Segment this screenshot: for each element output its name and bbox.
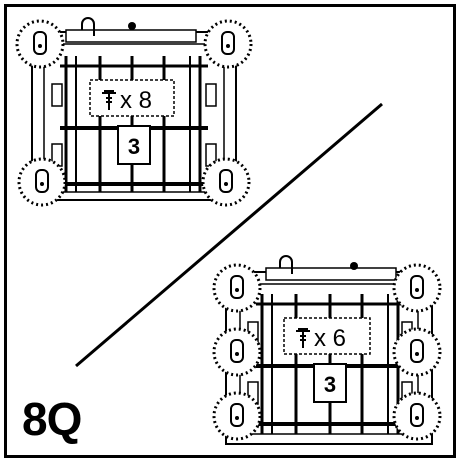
- chassis-inner: [43, 43, 225, 193]
- assembly-diagram: x 8 3: [4, 4, 456, 458]
- caster-wheel-icon: [392, 263, 442, 313]
- divider-line: [75, 102, 383, 368]
- caster-wheel-icon: [212, 327, 262, 377]
- caster-wheel-icon: [201, 157, 251, 207]
- top-rail: [265, 267, 397, 281]
- knob-icon: [128, 22, 136, 30]
- caster-wheel-icon: [212, 391, 262, 441]
- caster-wheel-icon: [212, 263, 262, 313]
- caster-wheel-icon: [392, 327, 442, 377]
- screw-callout: [89, 79, 175, 117]
- part-label-box: [117, 125, 151, 165]
- part-label-box: [313, 363, 347, 403]
- part-label: 3: [324, 372, 336, 397]
- screw-callout: [283, 317, 371, 355]
- caster-wheel-icon: [392, 391, 442, 441]
- knob-icon: [350, 262, 358, 270]
- caster-wheel-icon: [203, 19, 253, 69]
- part-label: 3: [128, 134, 140, 159]
- panel-border: [4, 4, 456, 458]
- cart-variant-6-casters: x 6 3: [212, 255, 442, 445]
- instruction-panel: x 8 3: [4, 4, 456, 458]
- step-label: 8Q: [22, 393, 82, 445]
- handle-icon: [81, 17, 95, 36]
- screw-icon: [102, 90, 116, 110]
- caster-wheel-icon: [15, 19, 65, 69]
- screw-icon: [296, 328, 310, 348]
- handle-icon: [279, 255, 293, 274]
- top-rail: [65, 29, 197, 43]
- screw-count-label: x 8: [120, 87, 152, 114]
- cart-variant-4-casters: x 8 3: [15, 17, 253, 207]
- caster-wheel-icon: [17, 157, 67, 207]
- screw-count-label: x 6: [314, 325, 346, 352]
